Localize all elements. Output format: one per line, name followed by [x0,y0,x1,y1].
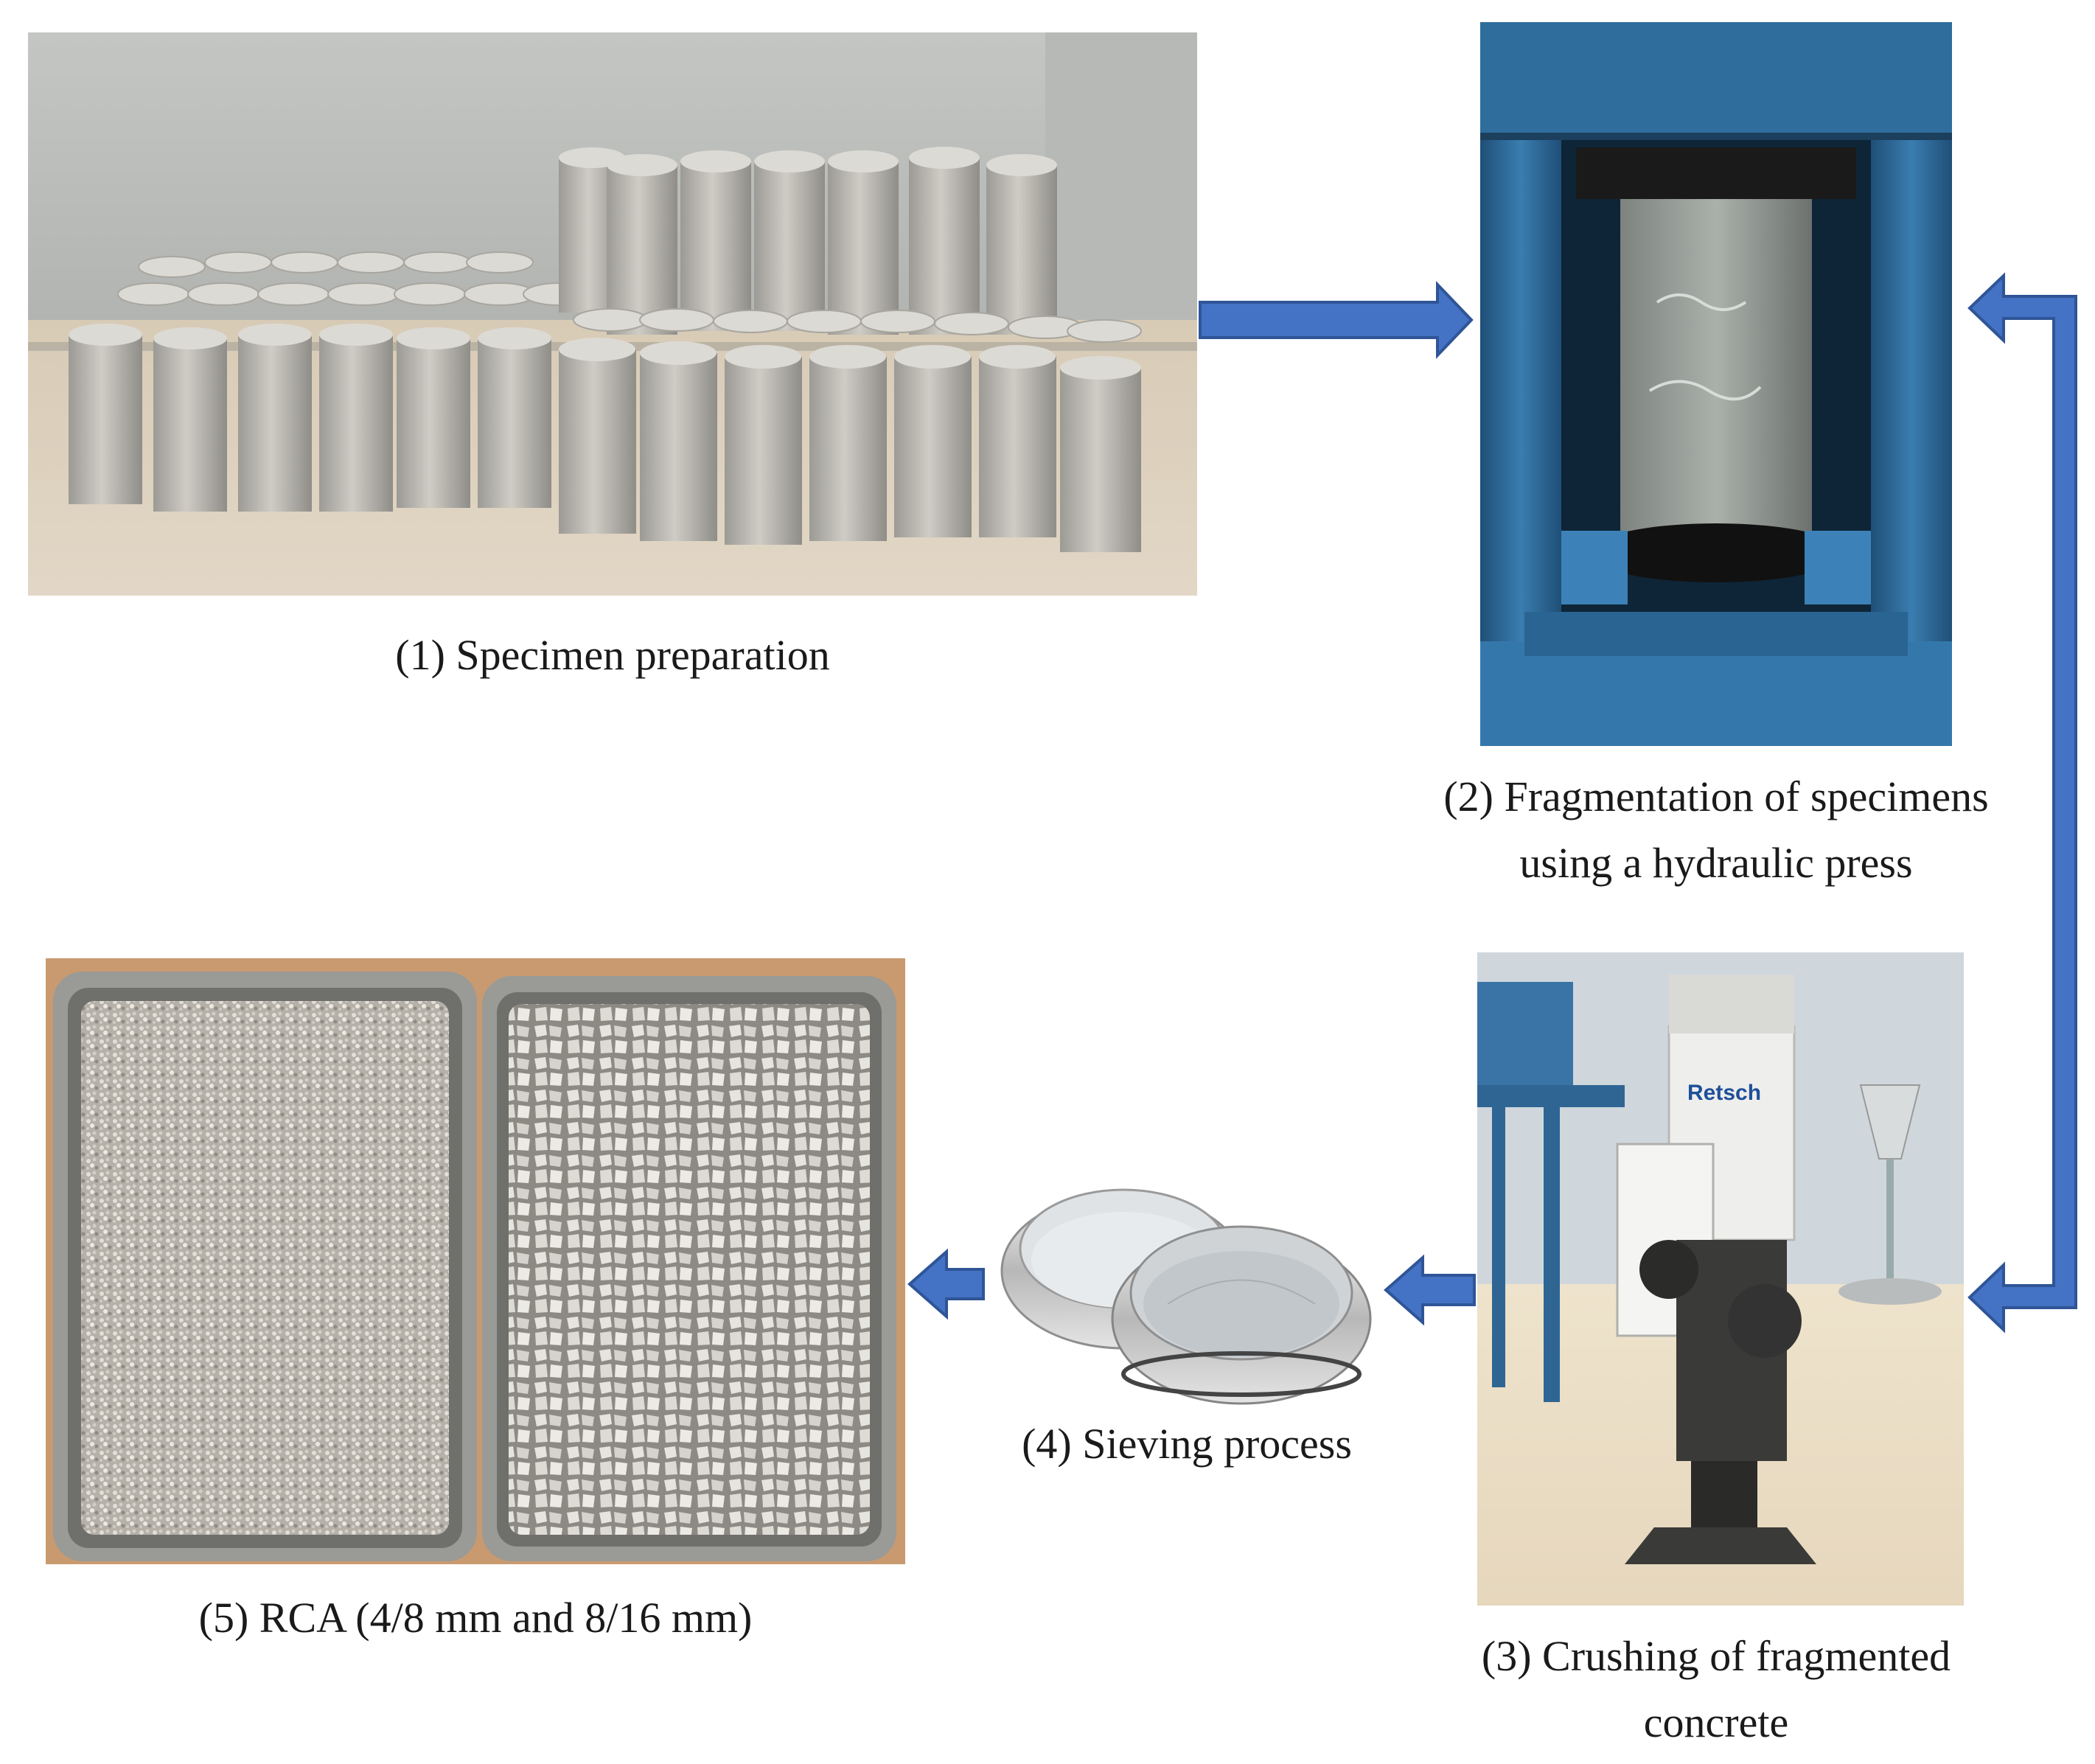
step-3-caption-line-1: (3) Crushing of fragmented [1481,1632,1951,1680]
step-2-caption-line-1: (2) Fragmentation of specimens [1443,773,1989,820]
crusher-photo: Retsch [1477,952,1964,1606]
arrow-step1-to-step2 [1199,281,1474,359]
rca-trays-photo [46,958,905,1564]
step-1-caption: (1) Specimen preparation [395,631,830,679]
sieves-photo [998,1160,1374,1408]
step-4-caption: (4) Sieving process [1022,1420,1352,1468]
step-3-caption: (3) Crushing of fragmented concrete [1320,1623,2095,1756]
hydraulic-press-photo [1480,22,1952,746]
step-5-caption: (5) RCA (4/8 mm and 8/16 mm) [198,1594,753,1642]
step-2-caption-line-2: using a hydraulic press [1519,839,1913,887]
retsch-logo: Retsch [1687,1081,1761,1105]
step-2-caption: (2) Fragmentation of specimens using a h… [1320,764,2095,896]
step-3-caption-line-2: concrete [1643,1698,1789,1746]
arrow-step4-to-step5 [907,1248,985,1320]
specimen-preparation-photo [28,32,1197,596]
arrow-step3-to-step4 [1383,1254,1476,1326]
